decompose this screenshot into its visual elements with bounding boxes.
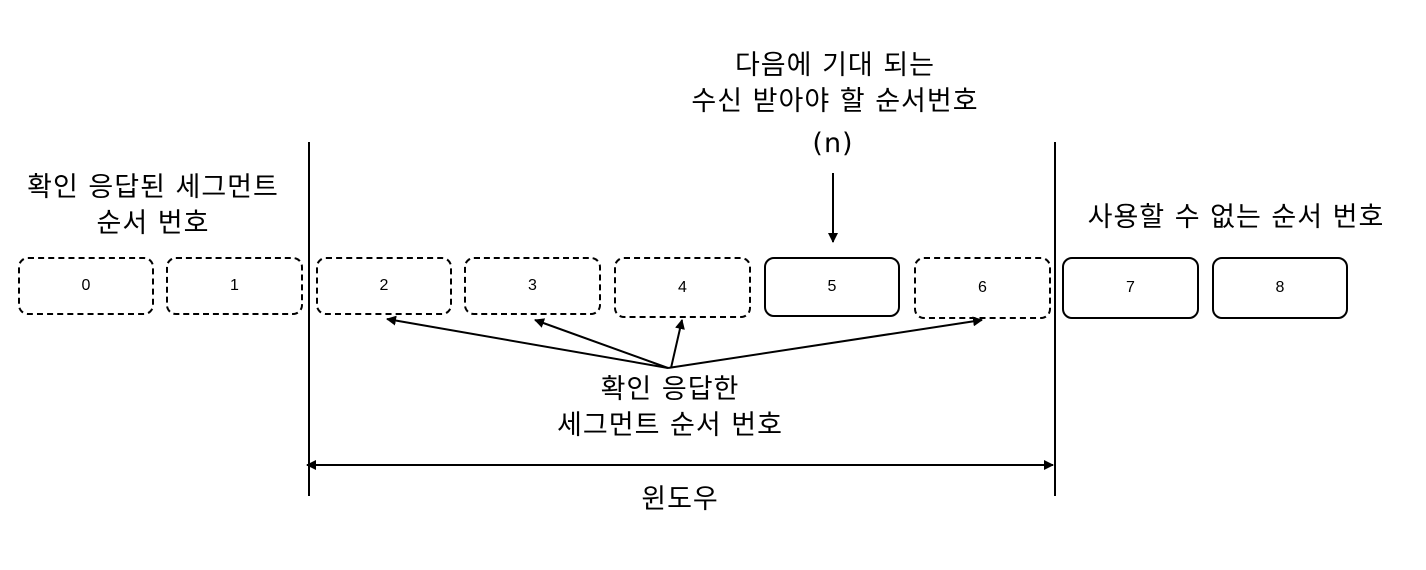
acked-in-window-label-line1: 확인 응답한	[600, 374, 740, 405]
segment-8: 8	[1212, 257, 1348, 319]
acked-in-window-label-line2: 세그먼트 순서 번호	[557, 410, 783, 441]
segment-number: 8	[1275, 279, 1285, 296]
acked-segments-label-line1: 확인 응답된 세그먼트	[27, 172, 279, 203]
ack-arrow-6	[667, 316, 983, 369]
window-label: 윈도우	[641, 484, 719, 515]
acked-in-window-label: 확인 응답한 세그먼트 순서 번호	[510, 372, 830, 444]
segment-5: 5	[764, 257, 900, 317]
next-expected-label-line1: 다음에 기대 되는	[734, 50, 936, 81]
segment-0: 0	[18, 257, 154, 315]
segment-number: 1	[230, 277, 239, 294]
segment-4: 4	[614, 257, 751, 318]
segment-number: 0	[81, 277, 91, 294]
ack-arrow-2	[386, 315, 669, 369]
acked-segments-label-line2: 순서 번호	[96, 208, 210, 239]
segment-number: 3	[528, 277, 537, 294]
ack-arrow-4	[670, 319, 685, 369]
next-expected-marker: (n)	[812, 128, 854, 159]
segment-3: 3	[464, 257, 601, 315]
segment-2: 2	[316, 257, 452, 315]
acked-segments-label: 확인 응답된 세그먼트 순서 번호	[8, 170, 298, 242]
ack-arrow-3	[534, 318, 669, 369]
segment-number: 2	[379, 277, 389, 294]
segment-number: 5	[827, 278, 837, 295]
next-expected-label-line2: 수신 받아야 할 순서번호	[691, 86, 979, 117]
segment-number: 6	[978, 279, 987, 296]
next-expected-label: 다음에 기대 되는 수신 받아야 할 순서번호	[660, 48, 1010, 120]
segment-number: 7	[1126, 279, 1135, 296]
segment-7: 7	[1062, 257, 1199, 319]
segment-number: 4	[678, 278, 687, 296]
segment-1: 1	[166, 257, 303, 315]
unusable-label: 사용할 수 없는 순서 번호	[1087, 202, 1385, 233]
